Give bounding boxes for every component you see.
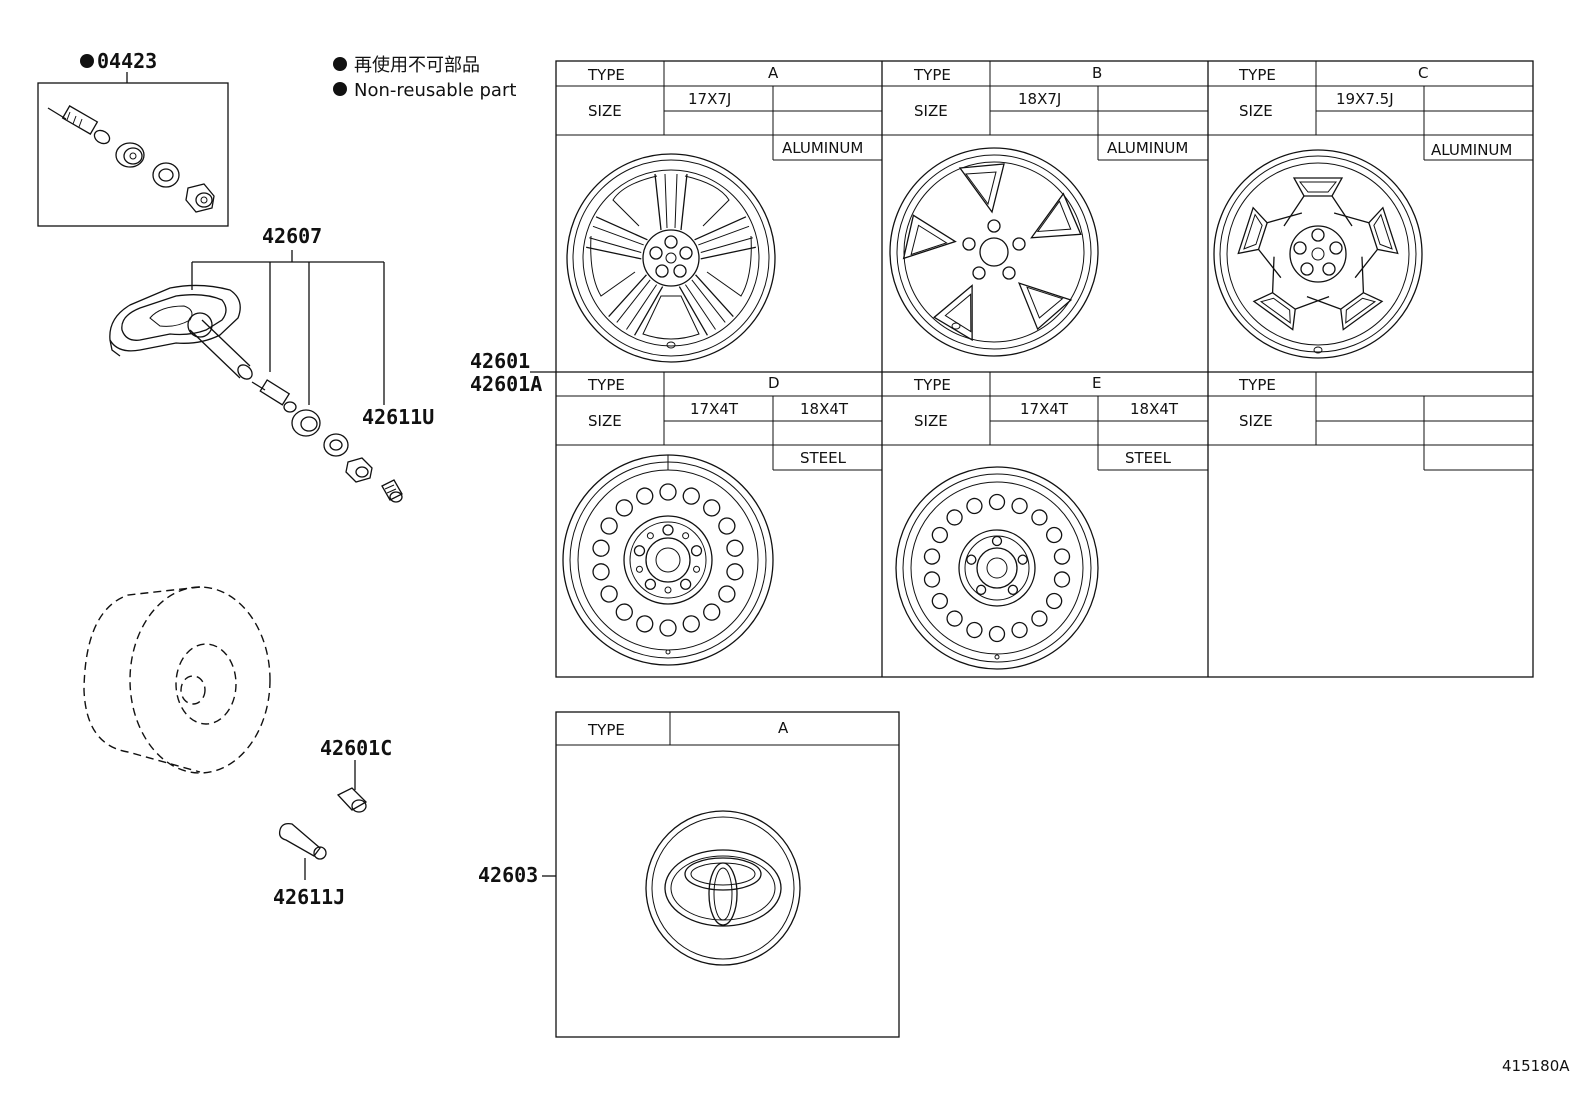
- part-number-42611U[interactable]: 42611U: [362, 405, 434, 429]
- tpms-sensor-icon: [109, 284, 253, 380]
- legend-en: Non-reusable part: [354, 80, 516, 101]
- nut-icon: [185, 183, 215, 213]
- washer-icon: [152, 162, 180, 188]
- material-c: ALUMINUM: [1431, 141, 1512, 159]
- material-b: ALUMINUM: [1107, 139, 1188, 157]
- size-label: SIZE: [588, 412, 622, 430]
- cap-type-label: TYPE: [587, 721, 625, 739]
- valve-stem-group[interactable]: 42601C 42611J: [273, 736, 392, 909]
- part-number-42601A[interactable]: 42601A: [470, 372, 542, 396]
- valve-kit-box: [37, 82, 229, 227]
- grommet-icon: [291, 409, 321, 437]
- part-number-42603[interactable]: 42603: [478, 863, 538, 887]
- valve-cap-icon: [381, 479, 403, 503]
- toyota-emblem-cap-icon: [645, 810, 801, 966]
- wheel-table-frame: [555, 60, 1534, 678]
- cap-table-frame: [555, 711, 900, 1038]
- size-value-e-1: 17X4T: [1020, 400, 1069, 418]
- cap-type-value: A: [778, 719, 789, 737]
- diagram-ref-code: 415180A: [1502, 1057, 1570, 1075]
- valve-stem-icon: [278, 822, 327, 860]
- cap-table: TYPE A: [555, 711, 900, 1038]
- size-value-a: 17X7J: [688, 90, 731, 108]
- tire-outline-icon: [83, 586, 271, 774]
- size-value-c: 19X7.5J: [1336, 90, 1394, 108]
- type-value-c: C: [1418, 64, 1428, 82]
- type-label: TYPE: [1238, 376, 1276, 394]
- alloy-wheel-a-icon: [566, 153, 776, 363]
- size-label: SIZE: [1239, 102, 1273, 120]
- type-label: TYPE: [913, 66, 951, 84]
- part-number-42601[interactable]: 42601: [470, 349, 530, 373]
- wheel-table: TYPE SIZE A 17X7J ALUMINUM TYPE SIZE B 1…: [555, 60, 1534, 678]
- non-reusable-bullet-icon: [333, 57, 347, 71]
- size-label: SIZE: [914, 102, 948, 120]
- non-reusable-bullet-icon: [80, 54, 94, 68]
- valve-kit-group[interactable]: 04423: [37, 49, 229, 227]
- washer-icon: [323, 433, 349, 457]
- size-label: SIZE: [588, 102, 622, 120]
- valve-core-icon: [251, 379, 297, 413]
- size-label: SIZE: [1239, 412, 1273, 430]
- part-number-04423[interactable]: 04423: [97, 49, 157, 73]
- size-label: SIZE: [914, 412, 948, 430]
- part-number-42601C[interactable]: 42601C: [320, 736, 392, 760]
- grommet-icon: [115, 142, 145, 168]
- size-value-e-2: 18X4T: [1130, 400, 1179, 418]
- legend: 再使用不可部品 Non-reusable part: [333, 55, 516, 101]
- alloy-wheel-b-icon: [889, 147, 1099, 357]
- type-value-e: E: [1092, 374, 1101, 392]
- legend-jp: 再使用不可部品: [354, 55, 480, 76]
- tpms-sensor-group[interactable]: 42607: [109, 224, 434, 503]
- part-number-42607[interactable]: 42607: [262, 224, 322, 248]
- steel-wheel-e-icon: [895, 466, 1099, 670]
- valve-core-icon: [47, 105, 111, 145]
- size-value-b: 18X7J: [1018, 90, 1061, 108]
- type-label: TYPE: [587, 66, 625, 84]
- material-d: STEEL: [800, 449, 847, 467]
- non-reusable-bullet-icon: [333, 82, 347, 96]
- size-value-d-2: 18X4T: [800, 400, 849, 418]
- type-label: TYPE: [913, 376, 951, 394]
- material-a: ALUMINUM: [782, 139, 863, 157]
- material-e: STEEL: [1125, 449, 1172, 467]
- type-label: TYPE: [587, 376, 625, 394]
- part-number-42611J[interactable]: 42611J: [273, 885, 345, 909]
- type-value-b: B: [1092, 64, 1102, 82]
- type-value-a: A: [768, 64, 779, 82]
- nut-icon: [345, 457, 373, 483]
- size-value-d-1: 17X4T: [690, 400, 739, 418]
- steel-wheel-d-icon: [562, 454, 774, 666]
- type-value-d: D: [768, 374, 780, 392]
- alloy-wheel-c-icon: [1213, 149, 1423, 359]
- lug-nut-icon: [336, 787, 368, 813]
- type-label: TYPE: [1238, 66, 1276, 84]
